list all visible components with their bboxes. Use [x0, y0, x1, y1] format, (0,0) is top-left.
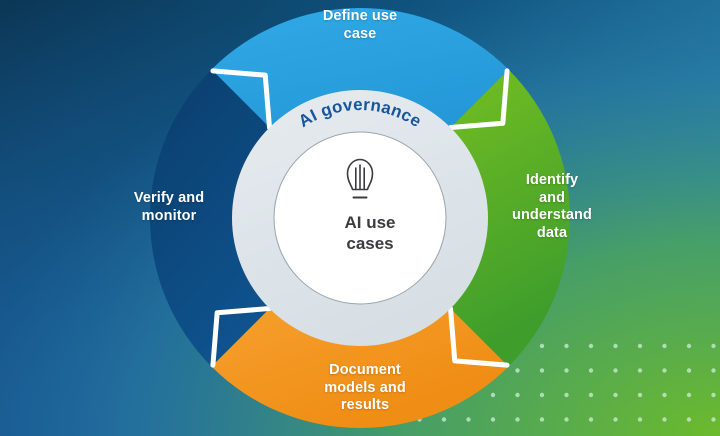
- center-disc: [273, 131, 447, 305]
- segment-dividers: [210, 68, 510, 368]
- lightbulb-icon: [346, 158, 374, 199]
